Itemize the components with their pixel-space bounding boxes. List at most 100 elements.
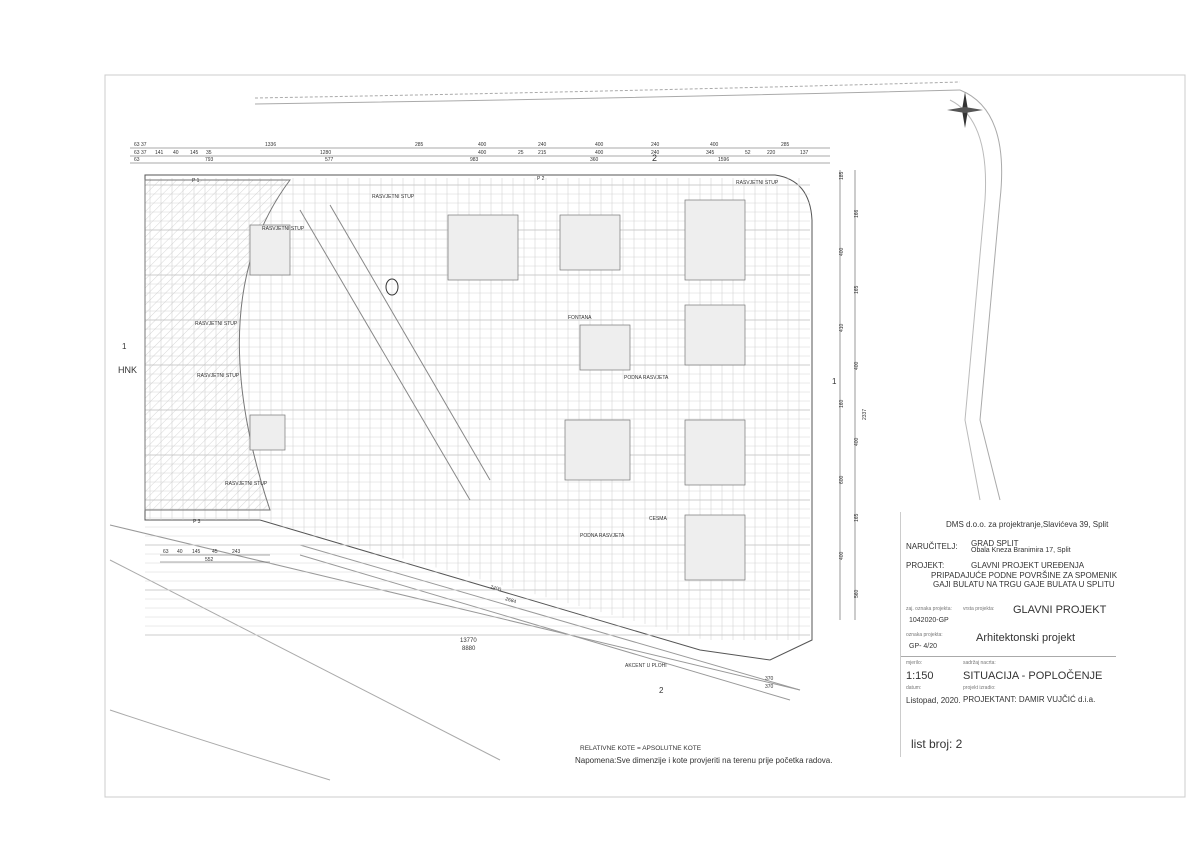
content-label: sadržaj nacrta: (963, 660, 996, 666)
scale-label: mjerilo: (906, 660, 923, 666)
north-arrow-icon (947, 92, 983, 128)
paving-type-label: P 1 (192, 178, 200, 184)
street-edge (949, 99, 987, 501)
monument-marker (385, 278, 399, 296)
dim-label: 345 (706, 150, 715, 156)
street-edge (254, 81, 961, 99)
paving-type-label: P 2 (537, 176, 545, 182)
divider (901, 656, 1116, 657)
paving-type-label: P 3 (193, 519, 201, 525)
project-mark: GP- 4/20 (909, 643, 938, 650)
client-label: NARUČITELJ: (906, 542, 958, 551)
dim-label: 165 (854, 285, 860, 294)
project-label: PROJEKT: (906, 561, 945, 570)
project-code-label: zaj. oznaka projekta: (906, 606, 952, 612)
dim-label: 215 (538, 150, 547, 156)
project-line2: PRIPADAJUĆE PODNE POVRŠINE ZA SPOMENIK (931, 571, 1118, 580)
relative-heights-note: RELATIVNE KOTE = APSOLUTNE KOTE (580, 745, 702, 752)
lamp-post-label: RASVJETNI STUP (262, 226, 305, 232)
scale: 1:150 (906, 670, 934, 682)
project-type: GLAVNI PROJEKT (1013, 604, 1107, 616)
dim-label: 63 37 (134, 150, 147, 156)
author: PROJEKTANT: DAMIR VUJČIĆ d.i.a. (963, 695, 1096, 704)
street-edge (109, 709, 331, 781)
dim-label: 63 37 (134, 142, 147, 148)
dim-label: 165 (854, 513, 860, 522)
company-name: DMS d.o.o. za projektranje,Slavićeva 39,… (946, 520, 1109, 529)
floor-light-label: PODNA RASVJETA (580, 533, 625, 539)
dim-label: 400 (839, 551, 845, 560)
lamp-post-label: RASVJETNI STUP (225, 481, 268, 487)
dim-label: 40 (177, 549, 183, 555)
dim-label: 2400 (489, 584, 502, 593)
section-mark: 2 (659, 686, 664, 695)
dim-label: 410 (839, 323, 845, 332)
dim-label: 45 (212, 549, 218, 555)
dim-label: 35 (206, 150, 212, 156)
dim-label: 400 (478, 142, 487, 148)
lamp-post-label: RASVJETNI STUP (372, 194, 415, 200)
street-edge (109, 559, 501, 761)
dim-label: 2684 (504, 596, 517, 605)
dim-label: 400 (710, 142, 719, 148)
dim-label: 243 (232, 549, 241, 555)
dim-label: 360 (590, 157, 599, 163)
area-label: 8880 (462, 646, 476, 652)
diagonal-path (299, 204, 491, 501)
client-address: Obala Kneza Branimira 17, Split (971, 547, 1071, 554)
dim-label: 160 (839, 399, 845, 408)
remark-note: Napomena:Sve dimenzije i kote provjeriti… (575, 756, 833, 765)
dim-label: 63 (163, 549, 169, 555)
project-type-label: vrsta projekta: (963, 606, 995, 612)
dim-label: 185 (839, 171, 845, 180)
dim-label: 400 (595, 150, 604, 156)
date: Listopad, 2020. (906, 696, 961, 705)
dim-label: 52 (745, 150, 751, 156)
dim-label: 220 (767, 150, 776, 156)
section-mark: 1 (122, 342, 127, 351)
date-label: datum: (906, 685, 922, 691)
dim-label: 40 (173, 150, 179, 156)
dim-label: 145 (192, 549, 201, 555)
dim-label: 2337 (862, 409, 868, 420)
dim-label: 560 (854, 589, 860, 598)
dim-label: 552 (205, 557, 214, 563)
dim-label: 240 (538, 142, 547, 148)
dimension-lines (130, 147, 856, 620)
project-mark-label: oznaka projekta: (906, 632, 943, 638)
dim-label: 400 (478, 150, 487, 156)
dim-label: 1280 (320, 150, 331, 156)
project-line3: GAJI BULATU NA TRGU GAJE BULATA U SPLITU (933, 580, 1115, 589)
street-edge (959, 89, 1003, 501)
project-kind: Arhitektonski projekt (976, 632, 1076, 644)
dim-label: 240 (651, 150, 660, 156)
hatched-zone (144, 179, 291, 511)
dim-label: 166 (854, 209, 860, 218)
title-block: DMS d.o.o. za projektranje,Slavićeva 39,… (900, 512, 1186, 757)
sheet-number: list broj: 2 (911, 737, 963, 751)
dim-label: 63 (134, 157, 140, 163)
lamp-post-label: RASVJETNI STUP (195, 321, 238, 327)
dim-label: 370 (765, 684, 774, 690)
dim-label: 400 (595, 142, 604, 148)
dim-label: 285 (415, 142, 424, 148)
project-line1: GLAVNI PROJEKT UREĐENJA (971, 561, 1085, 570)
dim-label: 1336 (265, 142, 276, 148)
accent-label: AKCENT U PLOHI (625, 663, 667, 669)
dim-label: 400 (854, 361, 860, 370)
client-name: GRAD SPLIT (971, 539, 1019, 548)
area-label: 13770 (460, 638, 477, 644)
dim-label: 370 (765, 676, 774, 682)
section-mark: 1 (832, 377, 837, 386)
hnk-label: HNK (118, 365, 137, 375)
fountain-label: FONTANA (568, 315, 592, 321)
lamp-post-label: RASVJETNI STUP (197, 373, 240, 379)
dim-label: 285 (781, 142, 790, 148)
street-edge (254, 89, 961, 105)
dim-label: 1596 (718, 157, 729, 163)
street-edge (109, 524, 801, 691)
author-label: projekt izradio: (963, 685, 996, 691)
dim-label: 983 (470, 157, 479, 163)
lamp-post-label: RASVJETNI STUP (736, 180, 779, 186)
